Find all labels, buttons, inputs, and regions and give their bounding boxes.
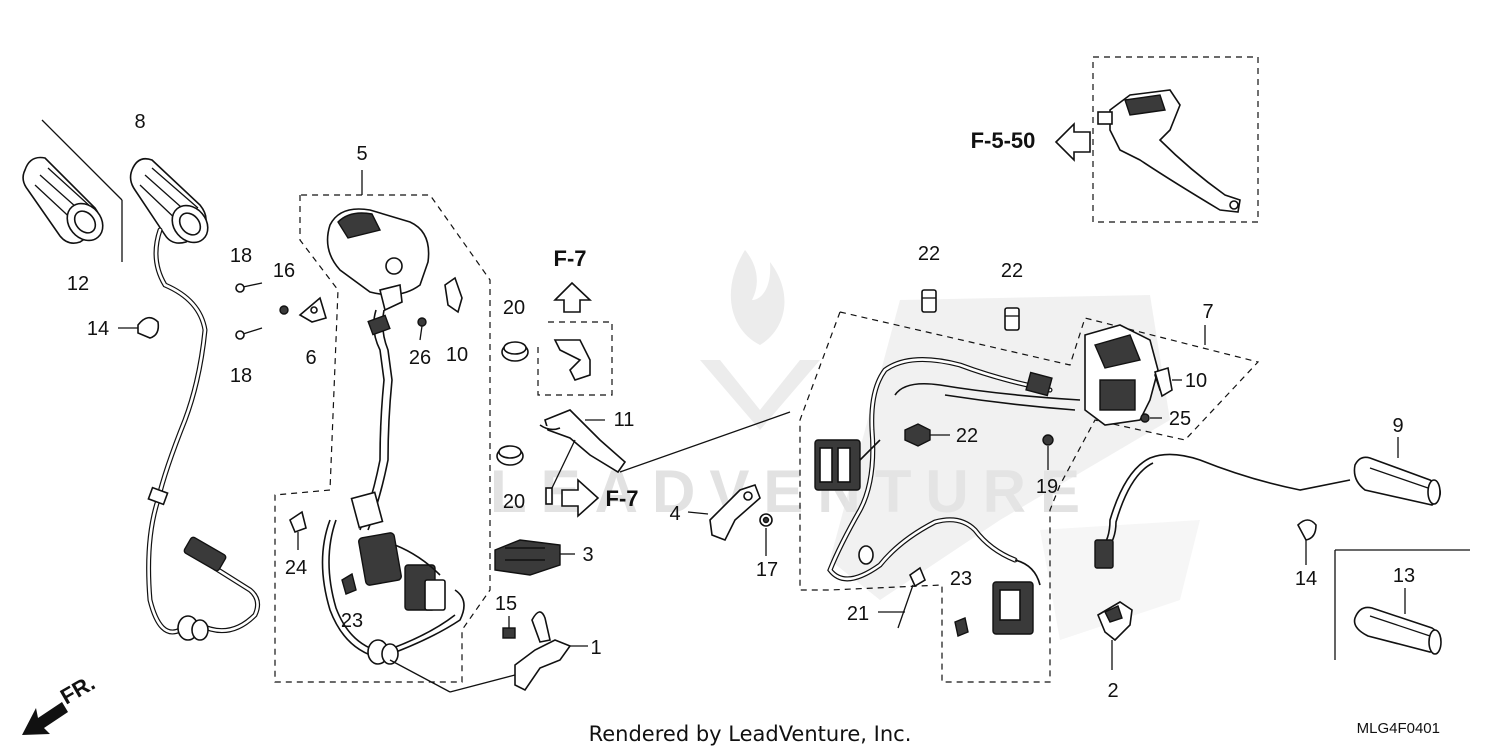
screw-19 bbox=[1042, 434, 1054, 470]
bracket-11 bbox=[539, 409, 791, 505]
callout-22-c: 22 bbox=[956, 425, 978, 447]
callout-24: 24 bbox=[285, 557, 307, 579]
callout-4: 4 bbox=[669, 503, 680, 525]
screw-18a bbox=[235, 282, 263, 293]
clip-10-right bbox=[1154, 366, 1182, 398]
callout-22-a: 22 bbox=[918, 243, 940, 265]
callout-18-bottom: 18 bbox=[230, 365, 252, 387]
callout-16: 16 bbox=[273, 260, 295, 282]
callout-10-left: 10 bbox=[446, 344, 468, 366]
grip-13-assembly bbox=[1334, 549, 1470, 660]
band-20a bbox=[501, 341, 529, 362]
callout-9: 9 bbox=[1392, 415, 1403, 437]
nut-22c bbox=[904, 423, 950, 447]
screw-16 bbox=[279, 305, 289, 315]
switch-assembly-5-box bbox=[274, 170, 491, 683]
clip-23-left bbox=[341, 572, 357, 595]
ref-f7-mid-label[interactable]: F-7 bbox=[606, 486, 639, 511]
callout-1: 1 bbox=[590, 637, 601, 659]
band-20b bbox=[496, 445, 524, 466]
callout-20-bottom: 20 bbox=[503, 491, 525, 513]
clip-14-left bbox=[118, 316, 160, 339]
clip-10-left bbox=[444, 276, 463, 314]
cable-tie-21 bbox=[878, 566, 927, 629]
callout-13: 13 bbox=[1393, 565, 1415, 587]
footer-credit: Rendered by LeadVenture, Inc. bbox=[589, 722, 912, 746]
callout-23-left: 23 bbox=[341, 610, 363, 632]
callout-22-b: 22 bbox=[1001, 260, 1023, 282]
callout-7: 7 bbox=[1202, 301, 1213, 323]
nut-17 bbox=[759, 513, 773, 556]
switch-assembly-7-box bbox=[799, 311, 1260, 683]
bracket-4 bbox=[687, 483, 761, 542]
callout-14-left: 14 bbox=[87, 318, 109, 340]
callout-10-right: 10 bbox=[1185, 370, 1207, 392]
clip-24 bbox=[289, 510, 307, 550]
right-harness bbox=[814, 357, 1081, 635]
callout-8: 8 bbox=[134, 111, 145, 133]
ref-f550-label[interactable]: F-5-50 bbox=[971, 128, 1036, 153]
callout-21: 21 bbox=[847, 603, 869, 625]
callout-6: 6 bbox=[305, 347, 316, 369]
callout-3: 3 bbox=[582, 544, 593, 566]
screw-26 bbox=[417, 317, 427, 341]
heated-grip-8 bbox=[129, 157, 261, 641]
callout-26: 26 bbox=[409, 347, 431, 369]
callout-5: 5 bbox=[356, 143, 367, 165]
left-switch-housing bbox=[321, 208, 465, 665]
callout-18-top: 18 bbox=[230, 245, 252, 267]
clamp-1 bbox=[389, 611, 588, 693]
callout-25: 25 bbox=[1169, 408, 1191, 430]
screw-15 bbox=[502, 616, 516, 639]
nut-22b bbox=[1004, 307, 1020, 331]
ref-f7-mid bbox=[561, 478, 600, 518]
clip-14-right bbox=[1297, 519, 1317, 565]
ref-f7-top-label[interactable]: F-7 bbox=[554, 246, 587, 271]
callout-15: 15 bbox=[495, 593, 517, 615]
screw-25 bbox=[1140, 413, 1162, 423]
grip-12-assembly bbox=[22, 119, 123, 262]
callout-19: 19 bbox=[1036, 476, 1058, 498]
screw-18b bbox=[235, 327, 263, 340]
heated-grip-9 bbox=[1094, 437, 1441, 569]
callout-23-right: 23 bbox=[950, 568, 972, 590]
callout-11: 11 bbox=[614, 409, 635, 431]
callout-17: 17 bbox=[756, 559, 778, 581]
diagram-code: MLG4F0401 bbox=[1357, 720, 1440, 737]
ref-f550-arrow bbox=[1054, 122, 1091, 162]
lever-assembly-box bbox=[1092, 56, 1259, 223]
callout-2: 2 bbox=[1107, 680, 1118, 702]
part-3 bbox=[494, 539, 575, 576]
clip-23-right bbox=[954, 617, 969, 637]
ref-f7-top bbox=[537, 281, 613, 396]
callout-12: 12 bbox=[67, 273, 89, 295]
callout-20-top: 20 bbox=[503, 297, 525, 319]
callout-14-right: 14 bbox=[1295, 568, 1317, 590]
front-direction-arrow bbox=[22, 702, 68, 735]
nut-22a bbox=[921, 289, 937, 313]
bracket-6 bbox=[298, 296, 327, 323]
bracket-2 bbox=[1096, 601, 1133, 670]
